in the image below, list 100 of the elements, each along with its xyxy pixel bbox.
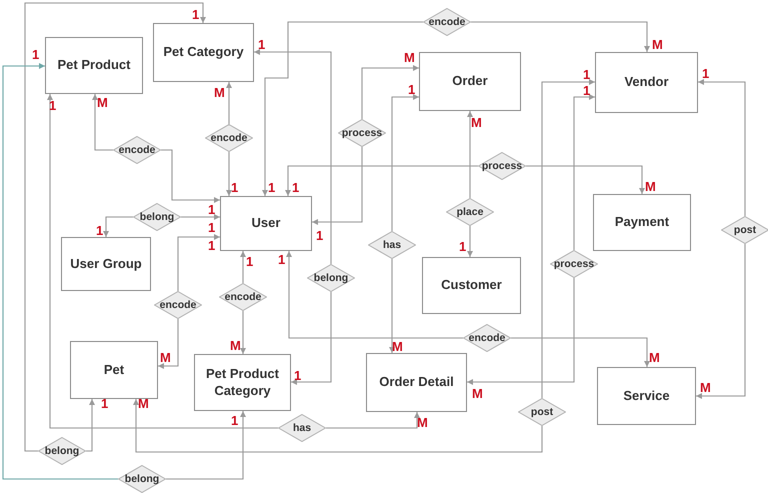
cardinality-label: 1 <box>246 255 254 268</box>
relationship-diamond: encode <box>423 8 471 36</box>
cardinality-label: 1 <box>32 48 40 61</box>
relationship-diamond: place <box>446 198 494 226</box>
connector-line <box>285 165 478 196</box>
connector-line <box>181 214 220 220</box>
cardinality-label: M <box>652 38 663 51</box>
cardinality-label: 1 <box>258 38 266 51</box>
cardinality-label: M <box>214 86 225 99</box>
cardinality-label: 1 <box>583 84 590 97</box>
connector-line <box>2 63 118 480</box>
connector-line <box>166 411 246 480</box>
connector-line <box>541 79 595 398</box>
connector-line <box>291 292 332 385</box>
cardinality-label: 1 <box>49 99 56 112</box>
entity-box: User <box>220 196 312 251</box>
relationship-diamond: process <box>550 250 598 278</box>
cardinality-label: M <box>138 397 149 410</box>
relationship-diamond: encode <box>205 124 253 152</box>
cardinality-label: M <box>700 381 711 394</box>
connector-line <box>226 82 232 124</box>
cardinality-label: M <box>471 116 482 129</box>
relationship-diamond: has <box>368 231 416 259</box>
cardinality-label: 1 <box>208 239 216 252</box>
entity-box: User Group <box>61 237 151 291</box>
connector-line <box>262 21 423 196</box>
cardinality-label: 1 <box>316 229 324 242</box>
cardinality-label: 1 <box>231 414 238 427</box>
cardinality-label: 1 <box>294 369 302 382</box>
connector-line <box>286 251 463 339</box>
relationship-diamond: has <box>278 414 326 442</box>
connector-line <box>573 94 595 250</box>
relationship-diamond: process <box>338 119 386 147</box>
cardinality-label: 1 <box>231 181 238 194</box>
connector-line <box>696 244 746 399</box>
relationship-diamond: belong <box>38 437 86 465</box>
cardinality-label: M <box>160 351 171 364</box>
relationship-diamond: encode <box>113 136 161 164</box>
entity-box: Vendor <box>595 52 698 113</box>
connector-line <box>389 259 395 353</box>
connector-line <box>467 278 575 385</box>
connector-line <box>254 49 332 264</box>
relationship-diamond: process <box>478 152 526 180</box>
cardinality-label: 1 <box>268 181 276 194</box>
connector-line <box>526 165 645 194</box>
connector-line <box>133 399 543 453</box>
cardinality-label: M <box>649 351 660 364</box>
cardinality-label: M <box>472 387 483 400</box>
connector-line <box>471 21 650 52</box>
relationship-diamond: post <box>721 216 768 244</box>
connector-line <box>158 319 179 369</box>
relationship-diamond: belong <box>133 203 181 231</box>
cardinality-label: M <box>404 51 415 64</box>
connector-line <box>240 311 246 354</box>
entity-box: Payment <box>593 194 691 251</box>
relationship-diamond: encode <box>219 283 267 311</box>
connector-line <box>698 79 746 216</box>
connector-line <box>312 147 363 225</box>
cardinality-label: 1 <box>192 8 200 21</box>
entity-box: Order Detail <box>366 353 467 412</box>
entity-box: Pet Product <box>45 37 143 94</box>
cardinality-label: 1 <box>408 83 416 96</box>
cardinality-label: 1 <box>702 67 710 80</box>
connector-line <box>86 399 95 452</box>
relationship-diamond: encode <box>463 324 511 352</box>
cardinality-label: 1 <box>278 253 286 266</box>
relationship-diamond: post <box>518 398 566 426</box>
cardinality-label: M <box>230 339 241 352</box>
connector-line <box>47 94 278 429</box>
entity-box: Service <box>597 367 696 425</box>
connector-line <box>391 94 419 231</box>
cardinality-label: 1 <box>208 203 216 216</box>
cardinality-label: M <box>97 96 108 109</box>
cardinality-label: 1 <box>459 240 466 253</box>
connector-line <box>511 337 650 367</box>
entity-box: Pet <box>70 341 158 399</box>
relationship-diamond: belong <box>118 465 166 493</box>
cardinality-label: 1 <box>101 397 108 410</box>
connector-line <box>467 226 473 257</box>
entity-box: Customer <box>422 257 521 314</box>
connector-line <box>326 412 420 429</box>
connector-line <box>467 111 473 198</box>
connector-line <box>177 234 220 291</box>
connector-line <box>361 65 419 119</box>
cardinality-label: 1 <box>96 224 104 237</box>
entity-box: Pet Category <box>153 23 254 82</box>
cardinality-label: 1 <box>208 221 216 234</box>
cardinality-label: M <box>417 416 428 429</box>
connector-line <box>161 149 220 203</box>
connector-line <box>240 251 246 283</box>
cardinality-label: 1 <box>292 181 300 194</box>
connector-line <box>103 216 133 237</box>
cardinality-label: M <box>392 340 403 353</box>
entity-box: Order <box>419 52 521 111</box>
relationship-diamond: belong <box>307 264 355 292</box>
relationship-diamond: encode <box>154 291 202 319</box>
connector-line <box>226 152 232 196</box>
connector-line <box>24 2 206 452</box>
connector-line <box>92 94 113 151</box>
cardinality-label: M <box>645 180 656 193</box>
